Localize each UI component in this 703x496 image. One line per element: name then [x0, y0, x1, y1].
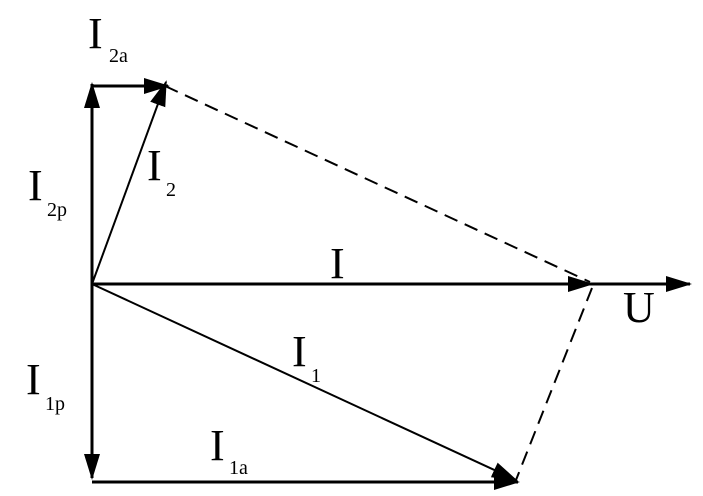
- label-i2-main: I: [147, 141, 162, 190]
- label-i2a-sub: 2a: [109, 45, 128, 67]
- label-i1a-sub: 1a: [229, 457, 248, 479]
- label-i1: I 1: [292, 327, 321, 387]
- dashed-line-bottom: [515, 287, 593, 481]
- label-i1a-main: I: [210, 421, 225, 470]
- dashed-line-top: [164, 85, 591, 283]
- label-i1p-main: I: [26, 355, 41, 404]
- vector-i1: [91, 283, 518, 481]
- label-i1p: I 1p: [26, 355, 65, 415]
- label-i2p-main: I: [28, 161, 43, 210]
- label-i1-sub: 1: [311, 365, 321, 387]
- label-i2p-sub: 2p: [47, 199, 67, 221]
- vector-i2: [91, 80, 167, 285]
- label-i2: I 2: [147, 141, 176, 201]
- label-i1a: I 1a: [210, 421, 248, 479]
- label-i2a-main: I: [88, 9, 103, 58]
- label-i1-main: I: [292, 327, 307, 376]
- label-i2p: I 2p: [28, 161, 67, 221]
- label-i: I: [330, 239, 345, 288]
- label-i-main: I: [330, 239, 345, 288]
- label-u-main: U: [623, 283, 655, 332]
- label-i2a: I 2a: [88, 9, 128, 67]
- label-i1p-sub: 1p: [45, 393, 65, 415]
- label-u: U: [623, 283, 655, 332]
- label-i2-sub: 2: [166, 179, 176, 201]
